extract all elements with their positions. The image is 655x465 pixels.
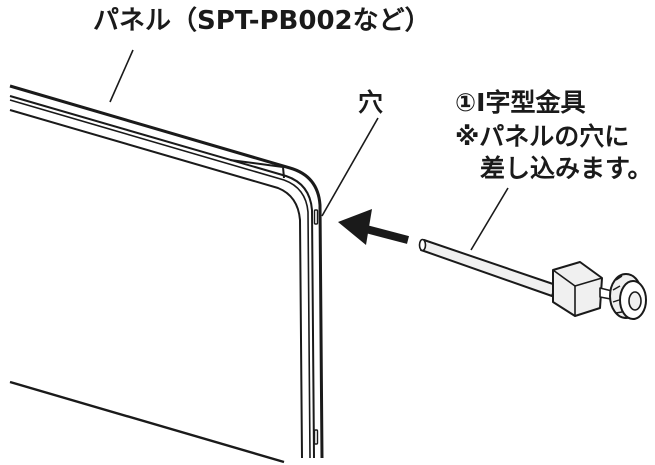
panel-outer-edge [9,84,324,459]
part-note-line-2: 差し込みます。 [480,154,653,183]
panel-leader-line [109,49,134,103]
leader-lines [109,49,509,251]
rod-tip [418,238,427,252]
panel-label: パネル（SPT-PB002など） [93,6,431,36]
bracket-clamp-body [552,261,603,317]
hole-label: 穴 [358,88,384,117]
i-bracket-fitting [418,238,647,320]
part-leader-line [470,187,509,251]
knob [609,273,647,320]
panel-inner-face [9,109,303,459]
part-note-line-1: ※パネルの穴に [455,122,630,151]
panel-hole-lower [313,429,319,445]
panel-frame-line-1 [9,95,315,459]
panel-frame-line-2 [9,99,311,459]
insert-arrow [338,209,410,245]
panel-hole-upper [313,209,319,225]
panel [9,84,324,464]
arrow-head [338,209,372,245]
bracket-rod [420,239,557,297]
hole-leader-line [321,117,379,217]
panel-bottom-edge [9,380,285,464]
panel-top-cap [229,159,285,179]
part-name-label: ①I字型金具 [455,88,586,117]
